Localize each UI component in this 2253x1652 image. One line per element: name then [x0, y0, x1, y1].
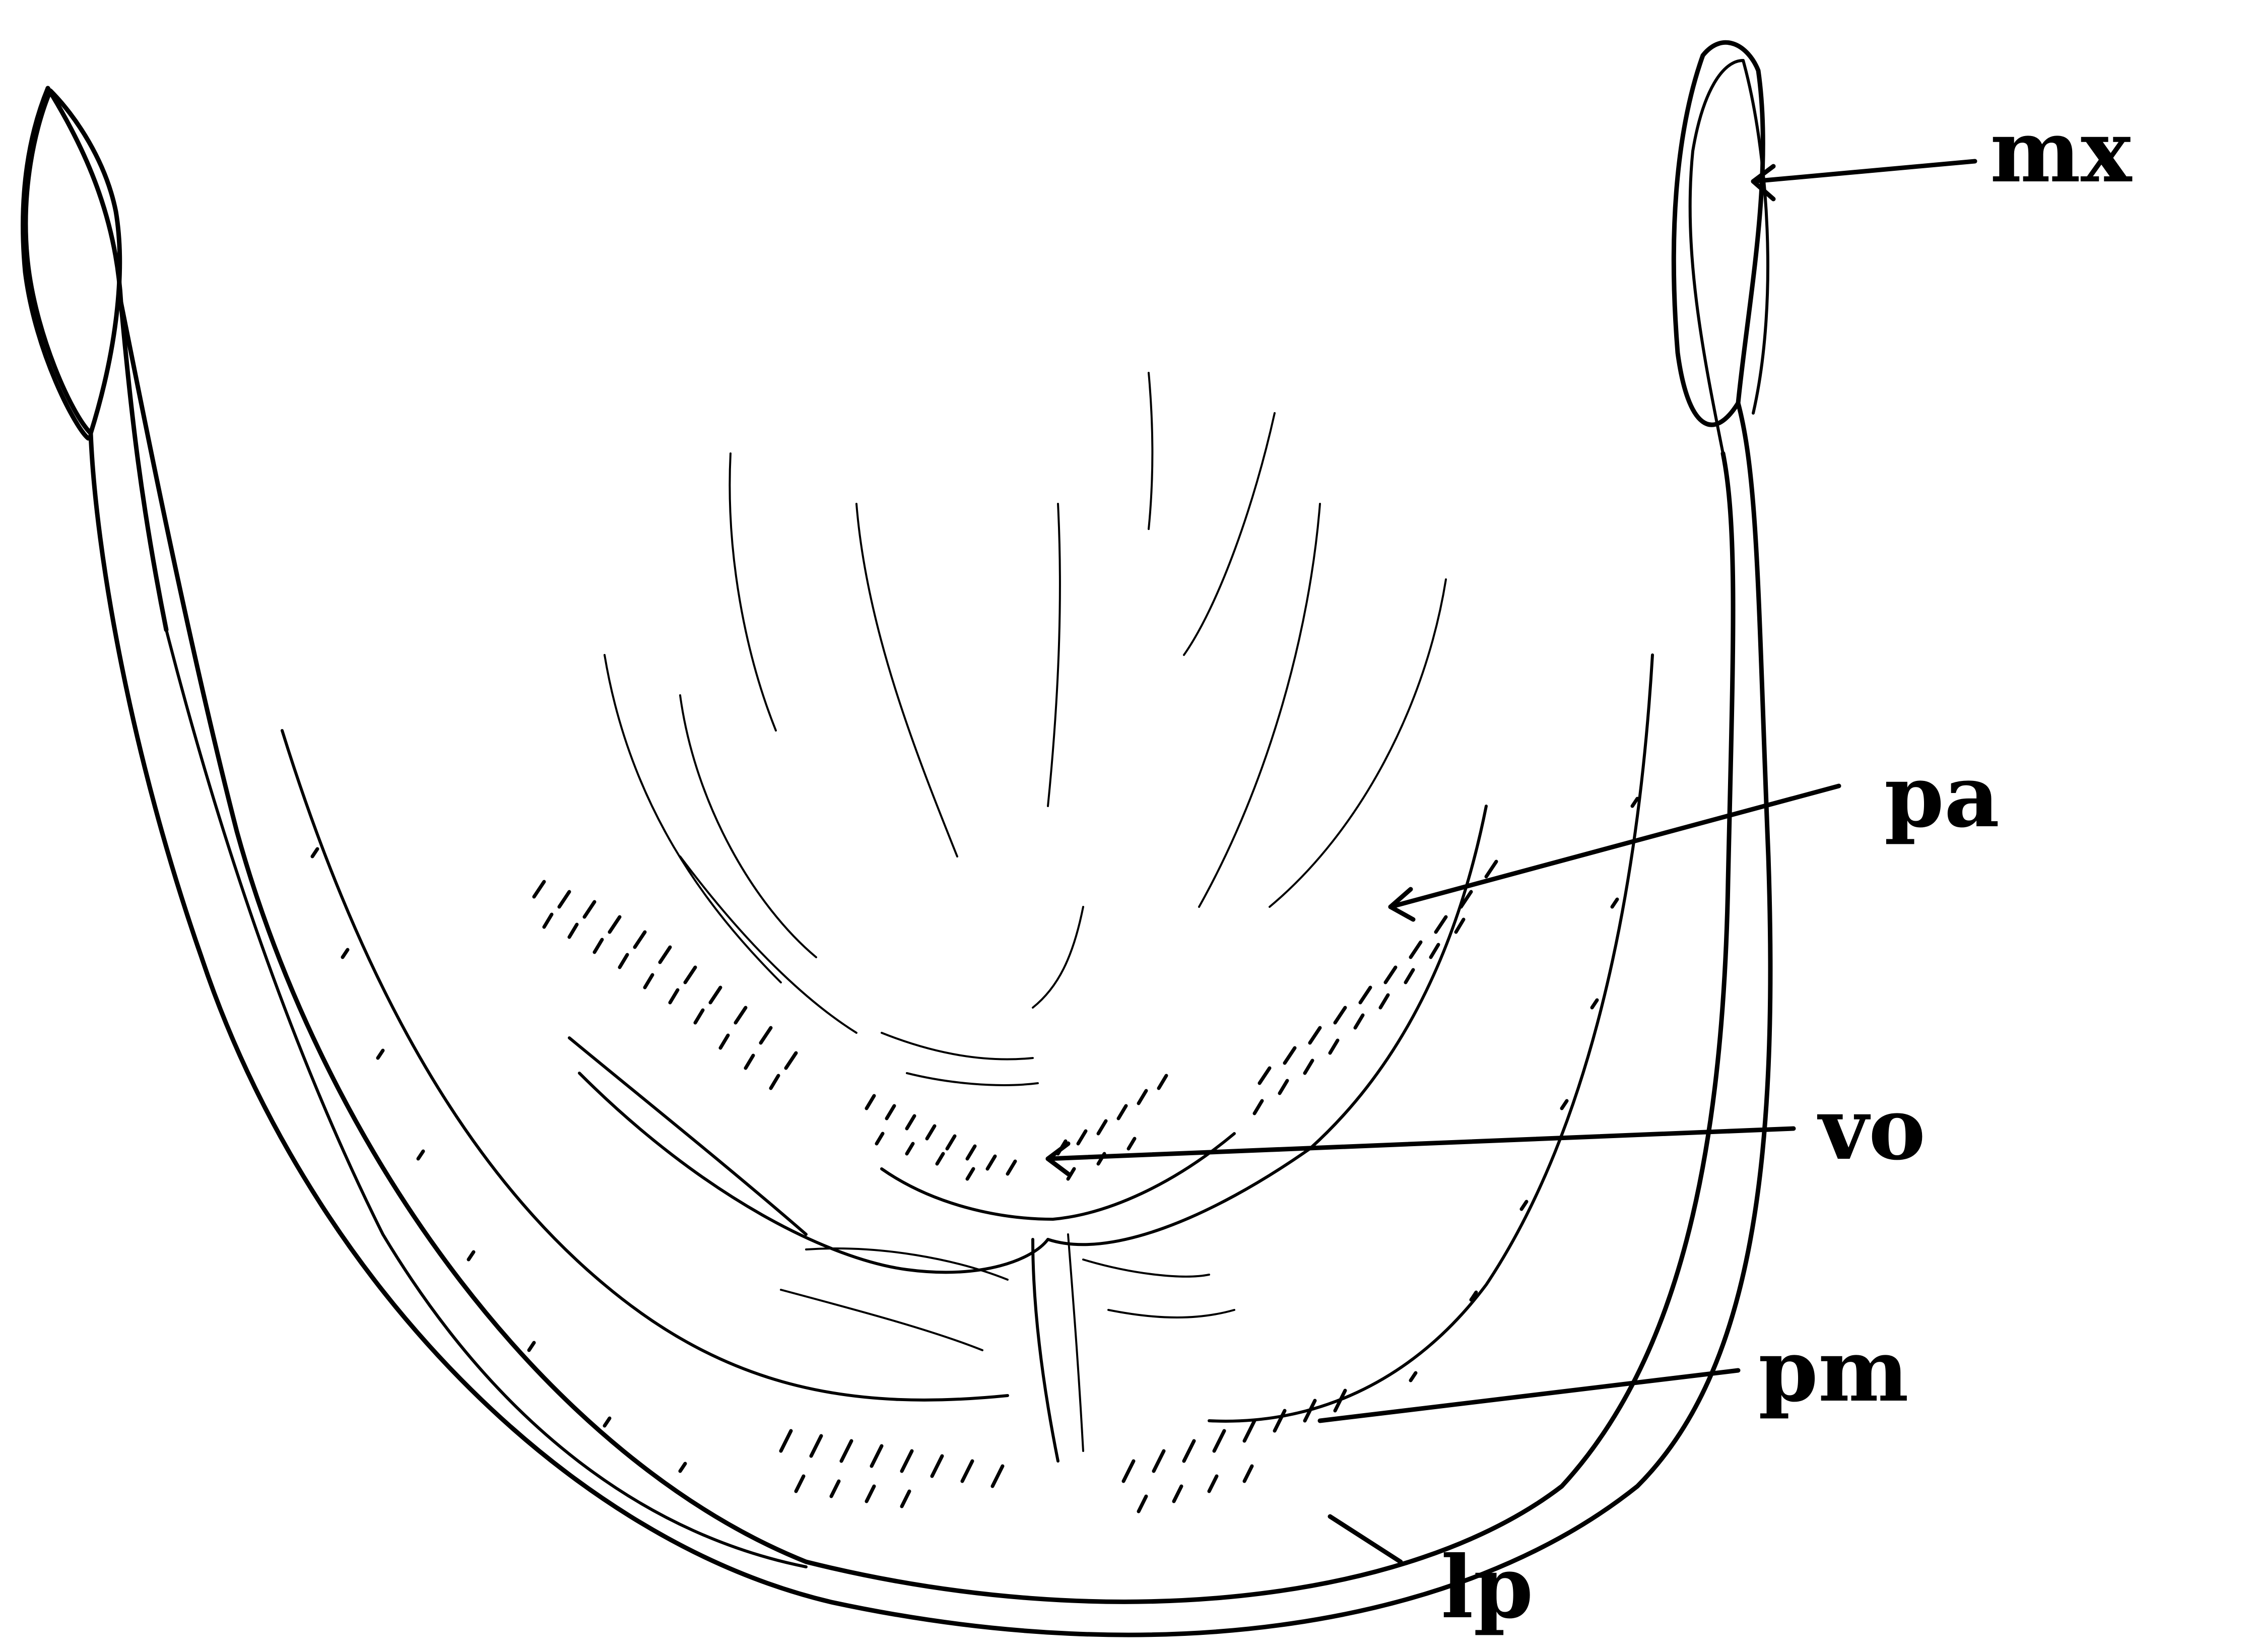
palate-striations [605, 373, 1446, 1085]
arrow-mx [1753, 161, 1975, 181]
arrow-pa [1390, 786, 1839, 907]
label-pm: pm [1758, 1320, 1909, 1421]
label-lp: lp [1441, 1537, 1533, 1638]
palatal-ridges [282, 655, 1652, 1461]
arrow-lp [1330, 1516, 1401, 1562]
left-maxilla-tip [26, 91, 120, 433]
arrow-vo [1048, 1129, 1794, 1159]
premaxillary-teeth [781, 1391, 1345, 1511]
palatine-teeth-left [534, 882, 806, 1234]
marginal-teeth [312, 799, 1637, 1471]
label-pa: pa [1884, 746, 2000, 847]
labels: mx pa vo pm lp [1441, 101, 2133, 1638]
vomerine-teeth [867, 1076, 1166, 1179]
label-vo: vo [1817, 1079, 1926, 1179]
label-mx: mx [1990, 101, 2133, 202]
